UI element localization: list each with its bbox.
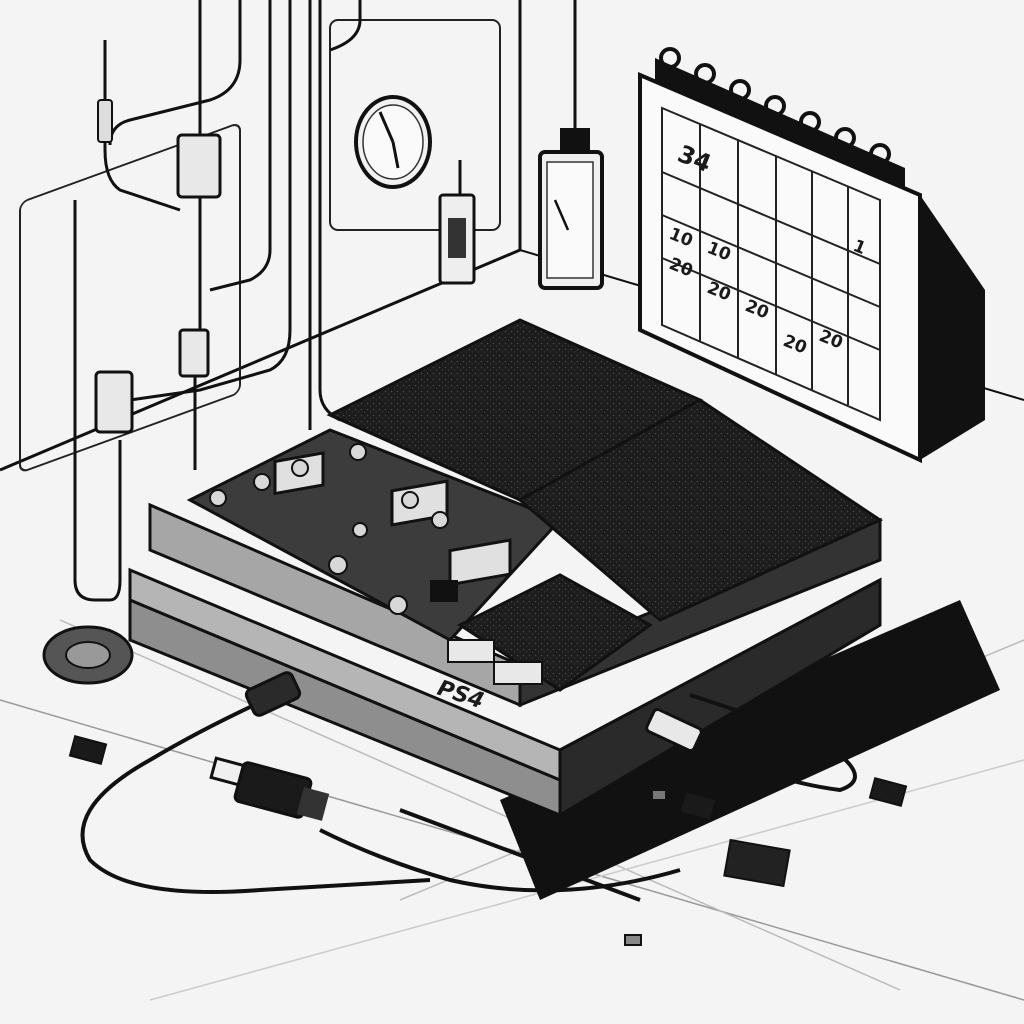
hanging-clock (538, 128, 604, 290)
floor-cables (80, 693, 857, 902)
console-shadow (500, 600, 1000, 900)
console-motherboard (186, 428, 563, 642)
calendar-icon: 34 10 20 10 20 1 20 20 20 (638, 47, 985, 464)
gear-icon (42, 625, 134, 685)
wall-clock-icon (354, 95, 432, 189)
cable-connectors (94, 99, 222, 434)
floor-components (68, 734, 908, 946)
wall-cables (73, 0, 577, 602)
usb-plug-icon (209, 756, 330, 821)
wall-outlet (438, 193, 476, 285)
console-top-cover (326, 318, 884, 692)
console-cable-plug (244, 671, 703, 753)
